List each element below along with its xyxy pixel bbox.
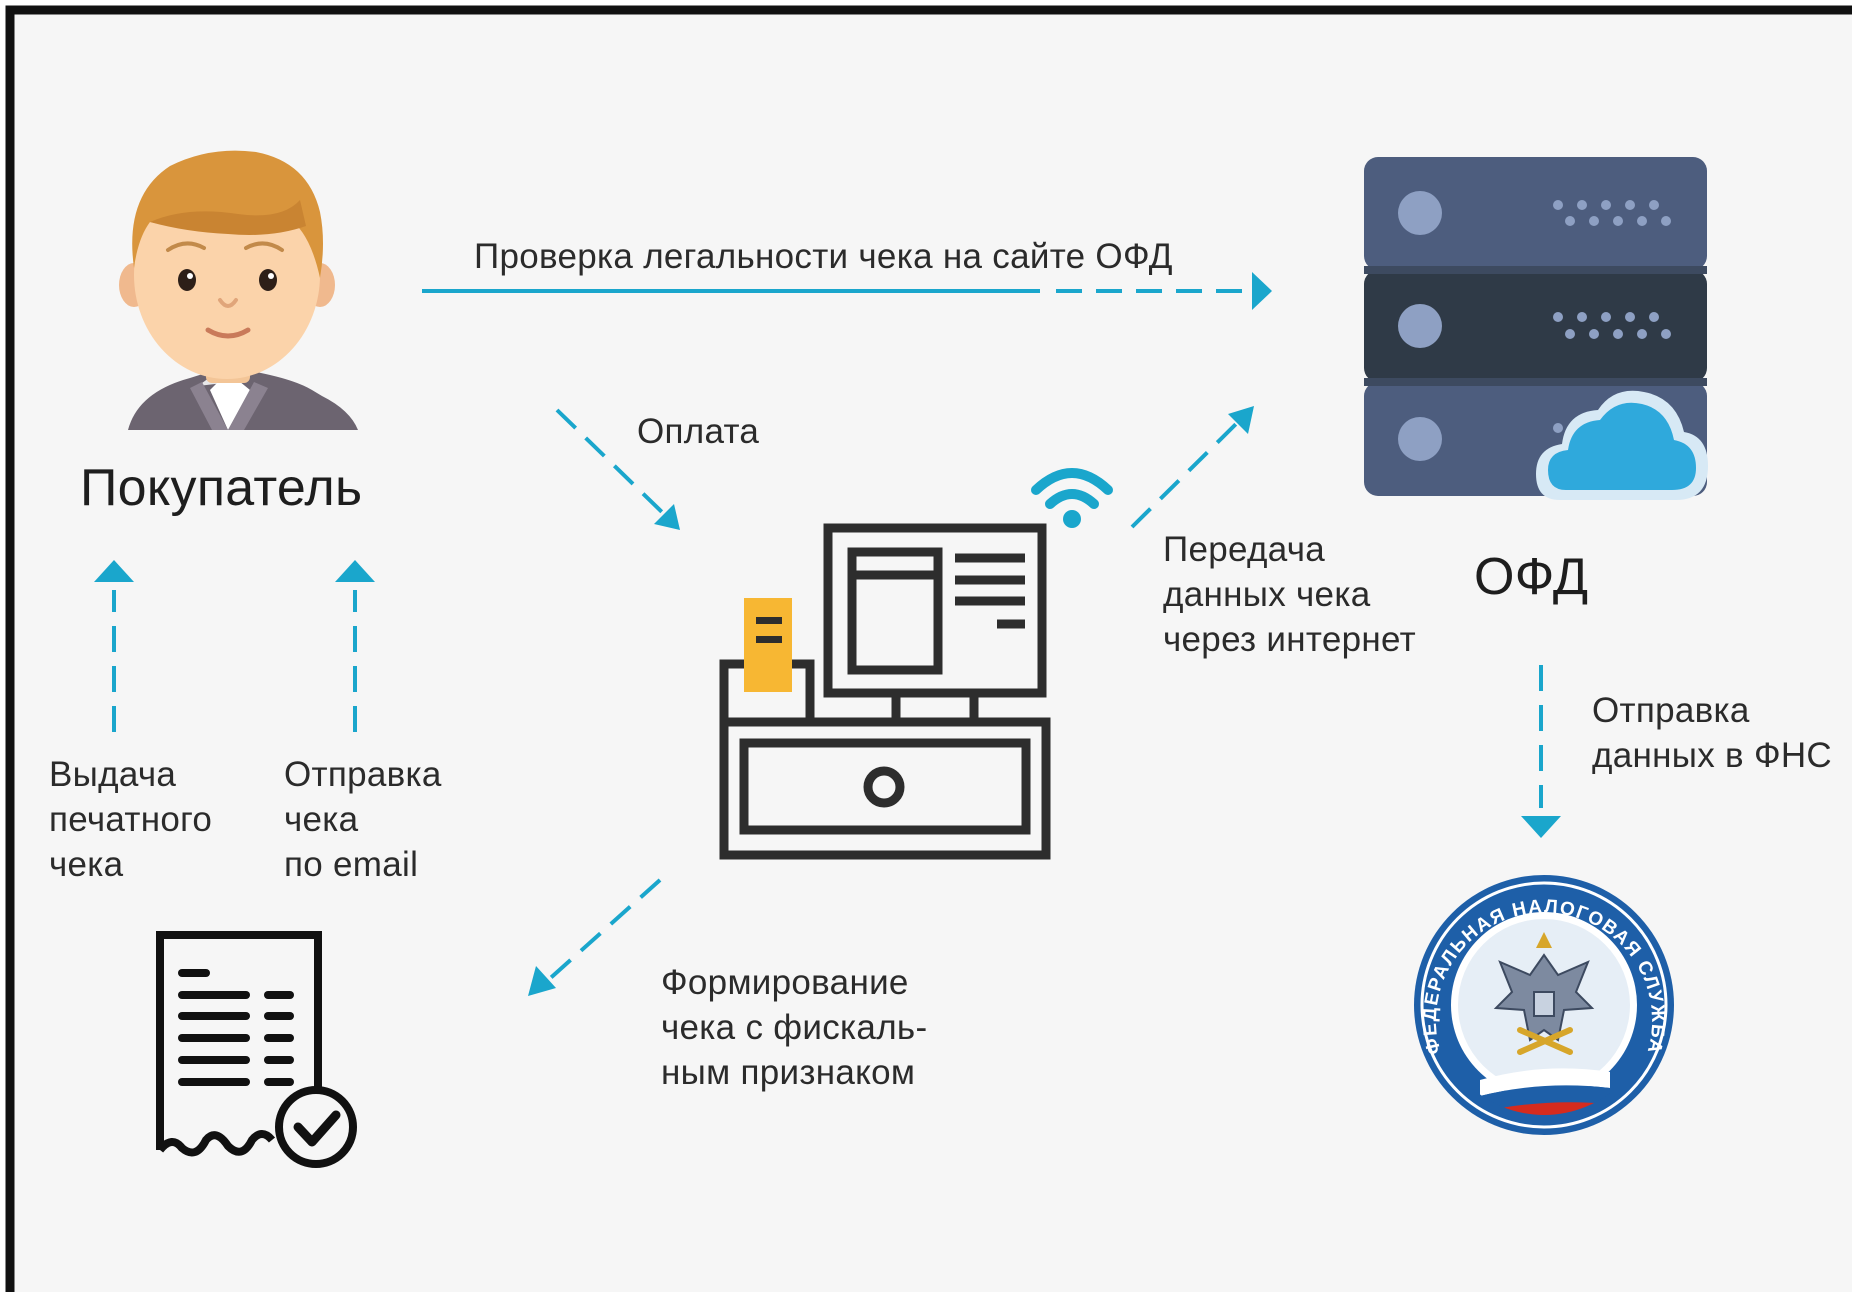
payment-label: Оплата bbox=[637, 412, 760, 451]
ofd-label: ОФД bbox=[1474, 548, 1589, 606]
arrow-payment bbox=[555, 408, 680, 530]
printed-receipt-label: Выдача печатного чека bbox=[49, 755, 213, 884]
arrow-printed bbox=[94, 560, 134, 732]
forming-label: Формирование чека с фискаль- ным признак… bbox=[661, 963, 928, 1092]
receipt-slip-icon bbox=[744, 598, 792, 692]
receipt-check-icon bbox=[156, 931, 357, 1168]
verify-label: Проверка легальности чека на сайте ОФД bbox=[474, 237, 1173, 276]
to-fns-label: Отправка данных в ФНС bbox=[1592, 691, 1833, 775]
arrow-transfer bbox=[1130, 406, 1254, 529]
email-receipt-label: Отправка чека по email bbox=[284, 755, 442, 884]
buyer-label: Покупатель bbox=[80, 459, 363, 517]
buyer-avatar-icon bbox=[119, 150, 358, 430]
server-cloud-icon bbox=[1364, 157, 1708, 500]
arrow-forming bbox=[528, 878, 662, 996]
transfer-label: Передача данных чека через интернет bbox=[1163, 530, 1416, 659]
cash-register-icon bbox=[719, 523, 1051, 860]
wifi-icon bbox=[1031, 468, 1113, 509]
fns-emblem-icon bbox=[1414, 875, 1674, 1135]
arrow-to-fns bbox=[1521, 665, 1561, 838]
arrow-email bbox=[335, 560, 375, 732]
